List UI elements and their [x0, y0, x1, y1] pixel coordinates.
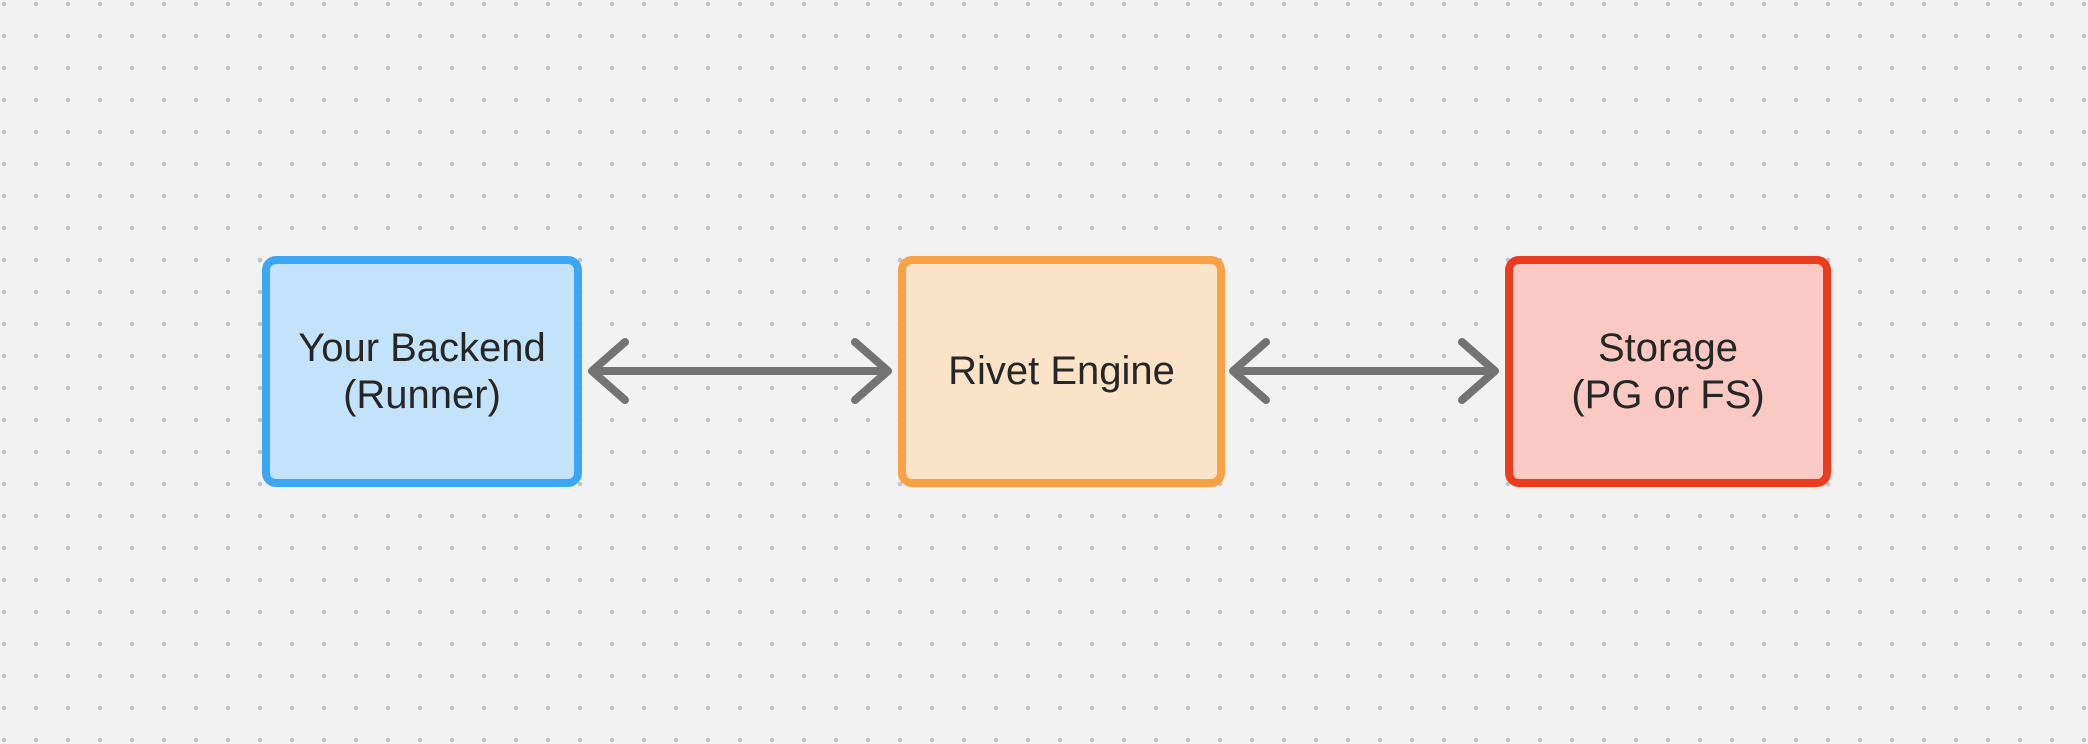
node-storage: Storage (PG or FS) — [1505, 256, 1831, 487]
node-rivet-engine: Rivet Engine — [898, 256, 1225, 487]
node-label-line: (Runner) — [343, 372, 501, 417]
node-label-line: Your Backend — [298, 325, 546, 370]
node-label-line: Storage — [1597, 325, 1739, 370]
double-arrow-engine-storage — [1229, 338, 1499, 404]
double-arrow-backend-engine — [588, 338, 892, 404]
node-your-backend: Your Backend (Runner) — [262, 256, 582, 487]
node-label-line: Rivet Engine — [948, 349, 1175, 393]
node-label-line: (PG or FS) — [1571, 372, 1765, 417]
